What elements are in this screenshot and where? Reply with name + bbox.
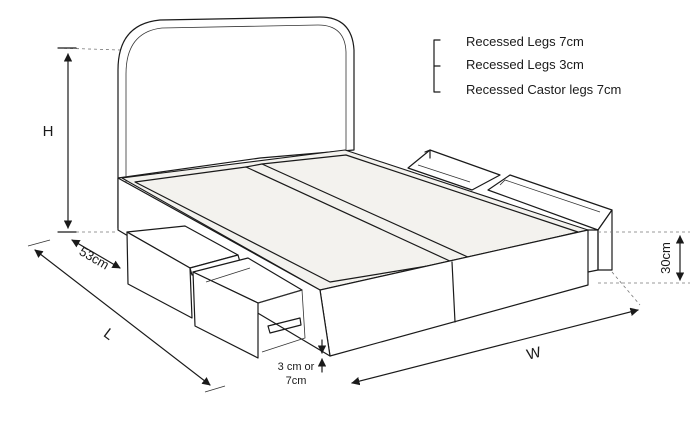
drawer-depth-label: 53cm [77, 244, 112, 273]
base-height-dimension: 30cm [598, 231, 690, 284]
height-dimension: H [43, 47, 121, 233]
legend-item-recessed-castor-legs-7cm: Recessed Castor legs 7cm [466, 82, 621, 97]
leg-height-label-line2: 7cm [286, 375, 307, 387]
legend-item-recessed-legs-7cm: Recessed Legs 7cm [466, 34, 584, 49]
leg-height-dimension: 3 cm or 7cm [278, 339, 327, 387]
headboard [117, 16, 355, 229]
height-label: H [43, 123, 54, 140]
width-dimension: W [351, 271, 641, 386]
drawer-depth-dimension: 53cm [71, 239, 121, 273]
base-height-label: 30cm [658, 242, 673, 274]
leg-options-legend: Recessed Legs 7cm Recessed Legs 3cm Rece… [433, 34, 621, 97]
length-label: L [100, 325, 117, 344]
right-drawers [407, 149, 613, 273]
leg-height-label-line1: 3 cm or [278, 361, 315, 373]
legend-item-recessed-legs-3cm: Recessed Legs 3cm [466, 57, 584, 72]
width-label: W [525, 343, 544, 363]
